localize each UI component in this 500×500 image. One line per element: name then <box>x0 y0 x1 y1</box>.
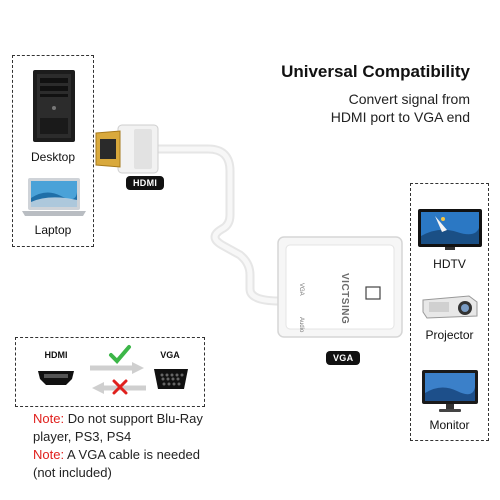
device-label-projector: Projector <box>425 328 474 342</box>
hdmi-port-icon <box>38 371 74 385</box>
subtitle-line-2: HDMI port to VGA end <box>330 109 470 125</box>
note-1-line-2: player, PS3, PS4 <box>33 429 132 444</box>
projector-icon <box>422 295 478 319</box>
svg-text:VGA: VGA <box>298 283 304 296</box>
svg-text:Audio: Audio <box>298 317 304 333</box>
note-1-line-1: Note: Do not support Blu-Ray <box>33 410 293 428</box>
source-devices-box: Desktop Laptop <box>12 55 94 247</box>
vga-tag: VGA <box>326 351 361 365</box>
vga-port-icon <box>154 369 188 389</box>
note-2-text: A VGA cable is needed <box>64 447 200 462</box>
subtitle-line-1: Convert signal from <box>348 91 470 107</box>
device-label-desktop: Desktop <box>30 150 76 164</box>
subtitle: Convert signal from HDMI port to VGA end <box>230 90 470 126</box>
direction-label-vga: VGA <box>160 350 180 360</box>
note-2-line-1: Note: A VGA cable is needed <box>33 446 293 464</box>
note-1-label: Note: <box>33 411 65 426</box>
desktop-tower-icon <box>33 70 75 142</box>
svg-text:VICTSING: VICTSING <box>339 273 350 324</box>
hdmi-tag: HDMI <box>126 176 165 190</box>
cross-icon <box>112 379 128 395</box>
direction-arrows <box>90 362 146 394</box>
note-1-text: Do not support Blu-Ray <box>64 411 203 426</box>
notes: Note: Do not support Blu-Ray player, PS3… <box>33 410 293 482</box>
laptop-icon <box>22 178 86 216</box>
note-2-label: Note: <box>33 447 65 462</box>
check-icon <box>109 345 131 364</box>
monitor-icon <box>422 370 478 412</box>
device-label-laptop: Laptop <box>34 223 72 237</box>
direction-label-hdmi: HDMI <box>44 350 68 360</box>
adapter-illustration: VGA Audio VICTSING <box>95 124 403 338</box>
device-label-monitor: Monitor <box>429 418 470 432</box>
note-2-line-2: (not included) <box>33 465 112 480</box>
target-devices-box: HDTV Projector Monitor <box>410 183 489 441</box>
page-title: Universal Compatibility <box>281 62 470 81</box>
device-label-hdtv: HDTV <box>433 257 466 271</box>
direction-box: HDMI VGA <box>15 337 205 407</box>
tv-icon <box>418 209 482 250</box>
